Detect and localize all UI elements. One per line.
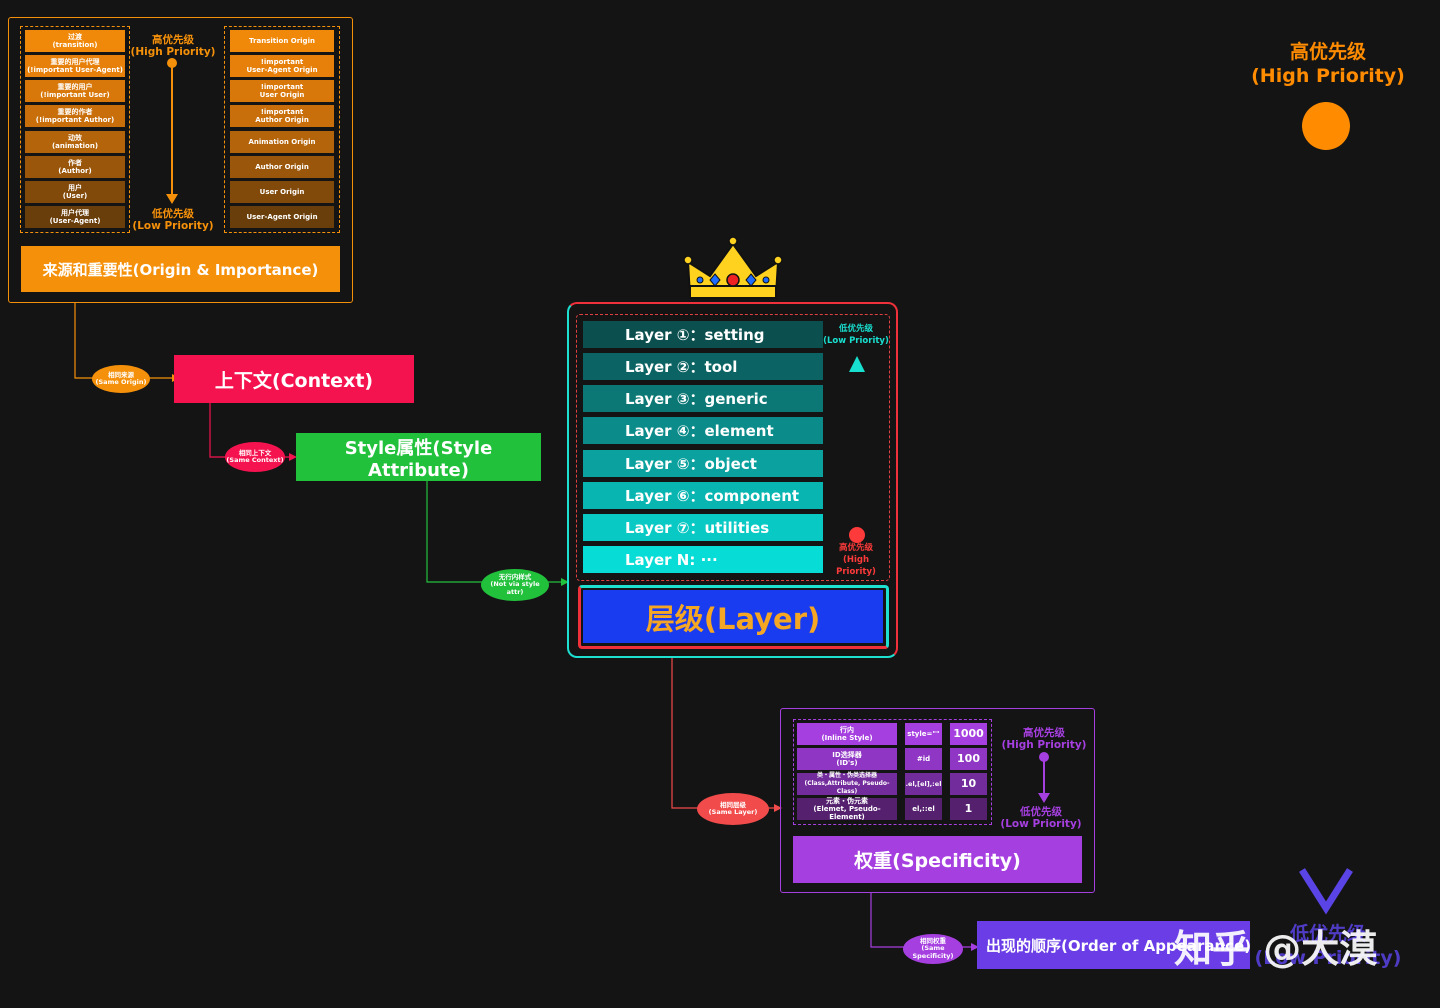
origin-high-priority-label: 高优先级 (High Priority) [130, 34, 216, 58]
origin-row-user-origin: User Origin [230, 181, 334, 203]
same-specificity-pill: 相同权重 (Same Specificity) [903, 934, 963, 964]
origin-left-column [20, 26, 130, 233]
layer-inner-frame [576, 314, 890, 581]
specificity-row-id-name: ID选择器 (ID's) [797, 748, 897, 770]
origin-panel [8, 17, 353, 303]
layer-row-component: Layer ⑥：component [583, 482, 823, 509]
specificity-inner-frame [793, 719, 992, 825]
specificity-row-inline-name: 行内 (Inline Style) [797, 723, 897, 745]
layer-panel [567, 302, 898, 658]
layer-row-element: Layer ④：element [583, 417, 823, 444]
same-context-pill: 相同上下文 (Same Context) [225, 442, 285, 472]
origin-right-rows: Transition Origin !important User-Agent … [230, 30, 334, 232]
specificity-row-inline-weight: 1000 [950, 723, 987, 745]
origin-row-important-author: 重要的作者 (!important Author) [25, 105, 125, 127]
same-origin-pill: 相同来源 (Same Origin) [92, 365, 150, 393]
origin-row-author: 作者 (Author) [25, 156, 125, 178]
origin-row-important-user-agent: 重要的用户代理 (!important User-Agent) [25, 55, 125, 77]
layer-title: 层级(Layer) [583, 590, 883, 643]
layer-row-setting: Layer ①：setting [583, 321, 823, 348]
specificity-low-priority-label: 低优先级 (Low Priority) [1000, 806, 1082, 830]
origin-row-transition: 过渡 (transition) [25, 30, 125, 52]
layer-row-n: Layer N: ··· [583, 546, 823, 573]
origin-left-rows: 过渡 (transition) 重要的用户代理 (!important User… [25, 30, 125, 232]
specificity-row-element-example: el,::el [905, 798, 942, 820]
origin-row-user-agent: 用户代理 (User-Agent) [25, 206, 125, 228]
layer-high-priority-label: 高优先级 (High Priority) [836, 543, 876, 577]
specificity-title: 权重(Specificity) [793, 836, 1082, 883]
not-via-style-attr-pill: 无行内样式 (Not via style attr) [481, 569, 549, 601]
style-attribute-title: Style属性(Style Attribute) [296, 433, 541, 481]
crown-icon [683, 236, 783, 299]
origin-right-column [224, 26, 340, 233]
specificity-row-inline-example: style="" [905, 723, 942, 745]
origin-row-important-author-origin: !important Author Origin [230, 105, 334, 127]
origin-row-important-user-origin: !important User Origin [230, 80, 334, 102]
origin-title: 来源和重要性(Origin & Importance) [21, 246, 340, 292]
specificity-high-priority-label: 高优先级 (High Priority) [1001, 727, 1087, 751]
layer-title-frame [578, 585, 889, 649]
layer-row-utilities: Layer ⑦：utilities [583, 514, 823, 541]
main-high-priority-label: 高优先级 (High Priority) [1251, 41, 1405, 87]
watermark: 知乎 @大漠 [1174, 927, 1378, 971]
layer-row-generic: Layer ③：generic [583, 385, 823, 412]
layer-row-object: Layer ⑤：object [583, 450, 823, 477]
origin-row-author-origin: Author Origin [230, 156, 334, 178]
specificity-row-element-name: 元素・伪元素 (Elemet, Pseudo-Element) [797, 797, 897, 821]
context-title: 上下文(Context) [174, 355, 414, 403]
specificity-row-class-name: 类・属性・伪类选择器 (Class,Attribute, Pseudo-Clas… [797, 772, 897, 795]
layer-low-priority-label: 低优先级 (Low Priority) [823, 324, 889, 346]
layer-row-tool: Layer ②：tool [583, 353, 823, 380]
origin-row-important-user: 重要的用户 (!important User) [25, 80, 125, 102]
order-title: 出现的顺序(Order of Appearance) [977, 921, 1250, 969]
specificity-row-element-weight: 1 [950, 798, 987, 820]
same-layer-pill: 相同层级 (Same Layer) [697, 793, 769, 825]
origin-row-animation-origin: Animation Origin [230, 131, 334, 153]
origin-row-important-user-agent-origin: !important User-Agent Origin [230, 55, 334, 77]
origin-row-transition-origin: Transition Origin [230, 30, 334, 52]
origin-row-user-agent-origin: User-Agent Origin [230, 206, 334, 228]
origin-row-animation: 动效 (animation) [25, 131, 125, 153]
specificity-panel [780, 708, 1095, 893]
specificity-row-id-weight: 100 [950, 748, 987, 770]
specificity-row-class-example: .el,[el],:el [905, 773, 942, 795]
specificity-row-id-example: #id [905, 748, 942, 770]
origin-low-priority-label: 低优先级 (Low Priority) [132, 208, 214, 232]
main-low-priority-label: 低优先级 (Low Priority) [1254, 923, 1402, 969]
specificity-row-class-weight: 10 [950, 773, 987, 795]
origin-row-user: 用户 (User) [25, 181, 125, 203]
